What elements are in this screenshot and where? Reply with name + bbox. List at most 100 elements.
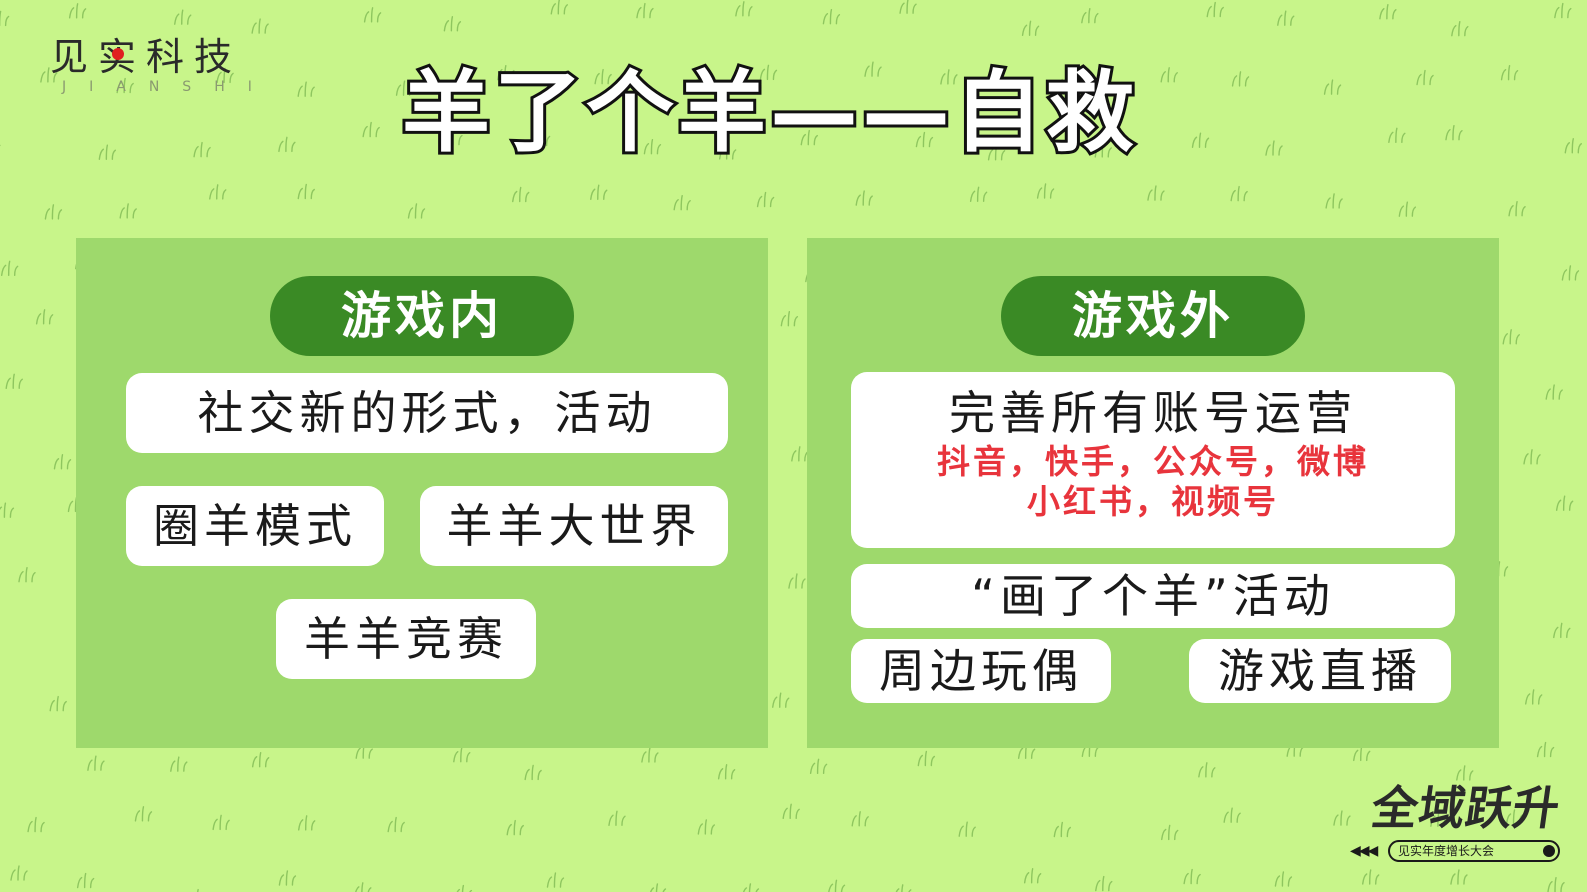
- grass-tuft: [134, 806, 153, 822]
- grass-tuft: [170, 756, 188, 772]
- grass-tuft: [1265, 140, 1283, 156]
- grass-tuft: [27, 816, 45, 833]
- grass-tuft: [590, 184, 608, 200]
- grass-tuft: [443, 16, 462, 32]
- grass-tuft: [1333, 810, 1351, 826]
- grass-tuft: [1353, 745, 1371, 762]
- grass-tuft: [641, 747, 659, 763]
- grass-tuft: [44, 204, 63, 220]
- platforms-line-2: 小红书，视频号: [1027, 482, 1279, 521]
- grass-tuft: [550, 0, 568, 15]
- grass-tuft: [782, 803, 800, 820]
- grass-tuft: [174, 9, 192, 25]
- grass-tuft: [594, 68, 612, 85]
- grass-tuft: [251, 18, 269, 34]
- grass-tuft: [1198, 762, 1216, 778]
- grass-tuft: [780, 310, 799, 327]
- brand-name: 见实科技: [50, 35, 243, 79]
- grass-tuft: [0, 502, 15, 518]
- event-logo: 全域跃升 ◀◀◀ 见实年度增长大会: [1350, 780, 1564, 862]
- grass-tuft: [1450, 869, 1468, 885]
- grass-tuft: [1277, 10, 1295, 26]
- item-social-activity: 社交新的形式，活动: [126, 373, 728, 453]
- grass-tuft: [759, 64, 778, 81]
- grass-tuft: [278, 136, 296, 153]
- grass-tuft: [649, 883, 667, 892]
- grass-tuft: [1430, 811, 1448, 827]
- grass-tuft: [1554, 2, 1572, 19]
- grass-tuft: [1536, 741, 1555, 758]
- grass-tuft: [10, 865, 28, 881]
- grass-tuft: [363, 7, 382, 23]
- grass-tuft: [1094, 142, 1112, 158]
- event-logo-bar: ◀◀◀ 见实年度增长大会: [1350, 840, 1560, 862]
- grass-tuft: [717, 764, 736, 780]
- grass-tuft: [68, 3, 87, 19]
- platforms-line-1: 抖音，快手，公众号，微博: [937, 442, 1369, 481]
- grass-tuft: [212, 814, 230, 831]
- grass-tuft: [0, 10, 10, 27]
- brand-subtitle: JIANSHI: [62, 79, 275, 95]
- grass-tuft: [532, 130, 551, 147]
- grass-tuft: [1388, 127, 1406, 144]
- grass-tuft: [692, 74, 711, 91]
- grass-tuft: [1023, 868, 1042, 884]
- grass-tuft: [1223, 807, 1241, 823]
- grass-tuft: [1095, 875, 1113, 892]
- grass-tuft: [506, 819, 524, 836]
- grass-tuft: [756, 191, 775, 208]
- grass-tuft: [297, 81, 315, 97]
- grass-tuft: [35, 309, 54, 325]
- grass-tuft: [1036, 183, 1055, 199]
- event-logo-text: 全域跃升: [1368, 781, 1564, 835]
- grass-tuft: [1161, 824, 1179, 841]
- grass-tuft: [1416, 69, 1434, 86]
- item-plush-merch: 周边玩偶: [851, 639, 1111, 703]
- grass-tuft: [98, 144, 117, 160]
- grass-tuft: [445, 129, 463, 146]
- grass-tuft: [1231, 71, 1250, 87]
- grass-tuft: [1362, 869, 1380, 885]
- grass-tuft: [1057, 74, 1075, 91]
- panel-heading-in-game: 游戏内: [270, 276, 574, 356]
- page-title: 羊了个羊——自救: [399, 58, 1138, 167]
- grass-tuft: [1456, 765, 1474, 781]
- grass-tuft: [1500, 64, 1519, 81]
- grass-tuft: [453, 747, 471, 763]
- grass-tuft: [643, 138, 662, 155]
- grass-tuft: [193, 141, 211, 158]
- grass-tuft: [355, 882, 372, 892]
- item-game-livestream: 游戏直播: [1189, 639, 1451, 703]
- grass-tuft: [116, 77, 134, 94]
- brand-logo: 见实科技 JIANSHI: [50, 34, 275, 94]
- event-caption: 见实年度增长大会: [1388, 840, 1560, 862]
- grass-tuft: [800, 129, 818, 146]
- grass-tuft: [1398, 201, 1417, 217]
- grass-tuft: [1379, 4, 1397, 20]
- grass-tuft: [742, 883, 760, 892]
- grass-tuft: [407, 203, 426, 219]
- grass-tuft: [1206, 1, 1224, 18]
- grass-tuft: [1274, 871, 1293, 887]
- grass-tuft: [1160, 67, 1178, 83]
- grass-tuft: [119, 203, 137, 219]
- grass-tuft: [1547, 877, 1565, 892]
- grass-tuft: [940, 69, 958, 85]
- item-sheep-pen-mode: 圈羊模式: [126, 486, 384, 566]
- grass-tuft: [1555, 495, 1574, 511]
- grass-tuft: [1508, 201, 1526, 217]
- grass-tuft: [1525, 689, 1543, 705]
- grass-tuft: [735, 1, 753, 17]
- grass-tuft: [1183, 868, 1201, 885]
- grass-tuft: [197, 888, 199, 892]
- grass-tuft: [1053, 821, 1072, 838]
- panel-heading-out-game: 游戏外: [1001, 276, 1305, 356]
- grass-tuft: [395, 80, 414, 96]
- grass-tuft: [899, 0, 917, 14]
- grass-tuft: [251, 752, 270, 768]
- grass-tuft: [1451, 20, 1469, 37]
- grass-tuft: [546, 872, 565, 888]
- grass-tuft: [1523, 449, 1541, 465]
- grass-tuft: [1553, 622, 1571, 639]
- grass-tuft: [718, 144, 737, 160]
